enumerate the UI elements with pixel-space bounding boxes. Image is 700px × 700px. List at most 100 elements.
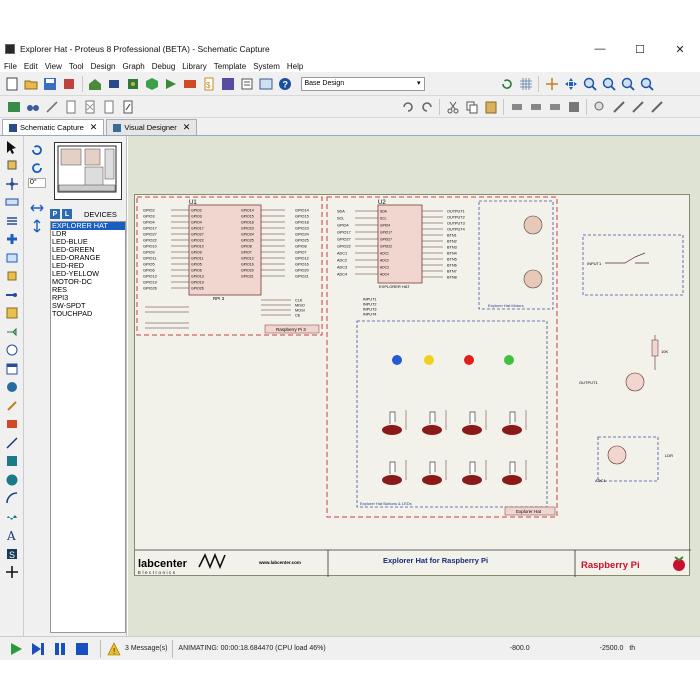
pick-devices-button[interactable]: P	[50, 209, 60, 219]
tape-recorder-icon[interactable]	[4, 416, 20, 432]
list-item[interactable]: EXPLORER HAT	[51, 222, 125, 230]
schematic-icon[interactable]	[106, 76, 122, 92]
list-item[interactable]: LED-YELLOW	[52, 269, 100, 278]
list-item[interactable]: LED-RED	[52, 261, 85, 270]
design-variant-dropdown[interactable]: Base Design ▾	[300, 76, 425, 91]
wire-autorouter-icon[interactable]	[44, 99, 60, 115]
menu-file[interactable]: File	[4, 61, 17, 71]
current-probe-icon[interactable]	[4, 398, 20, 414]
zoom-out-icon[interactable]	[601, 76, 617, 92]
menu-system[interactable]: System	[253, 61, 280, 71]
buses-icon[interactable]	[4, 231, 20, 247]
maximize-button[interactable]: ☐	[635, 43, 645, 56]
list-item[interactable]: RPI3	[52, 293, 69, 302]
3d-view-icon[interactable]	[144, 76, 160, 92]
terminals-icon[interactable]	[4, 268, 20, 284]
overview-window[interactable]	[54, 142, 122, 200]
tab-visual-designer[interactable]: Visual Designer ✕	[106, 119, 198, 135]
symbol-tool-icon[interactable]: S	[4, 546, 20, 562]
project-notes-icon[interactable]	[258, 76, 274, 92]
bom-icon[interactable]: $	[201, 76, 217, 92]
library-manager-button[interactable]: L	[62, 209, 72, 219]
text-script-icon[interactable]	[4, 213, 20, 229]
probe-mode-icon[interactable]	[4, 361, 20, 377]
stop-icon[interactable]	[74, 641, 90, 657]
new-sheet-icon[interactable]	[63, 99, 79, 115]
circle-tool-icon[interactable]	[4, 472, 20, 488]
path-tool-icon[interactable]	[4, 509, 20, 525]
exit-parent-icon[interactable]	[101, 99, 117, 115]
menu-graph[interactable]: Graph	[122, 61, 145, 71]
grid-icon[interactable]	[518, 76, 534, 92]
menu-edit[interactable]: Edit	[23, 61, 38, 71]
paste-icon[interactable]	[483, 99, 499, 115]
undo-icon[interactable]	[400, 99, 416, 115]
menu-template[interactable]: Template	[213, 61, 247, 71]
zoom-in-icon[interactable]	[582, 76, 598, 92]
pcb-icon[interactable]	[125, 76, 141, 92]
notes-icon[interactable]	[239, 76, 255, 92]
generator-mode-icon[interactable]	[4, 342, 20, 358]
arc-tool-icon[interactable]	[4, 490, 20, 506]
refresh-icon[interactable]	[499, 76, 515, 92]
menu-debug[interactable]: Debug	[151, 61, 176, 71]
pan-icon[interactable]	[563, 76, 579, 92]
origin-icon[interactable]	[544, 76, 560, 92]
text-tool-icon[interactable]: A	[4, 527, 20, 543]
gerber-icon[interactable]	[163, 76, 179, 92]
tag-icon[interactable]	[6, 99, 22, 115]
marker-tool-icon[interactable]	[4, 564, 20, 580]
cut-icon[interactable]	[445, 99, 461, 115]
pick-device-icon[interactable]	[592, 99, 608, 115]
rotate-anticlockwise-icon[interactable]	[29, 160, 45, 176]
menu-library[interactable]: Library	[182, 61, 207, 71]
design-explorer-icon[interactable]	[182, 76, 198, 92]
close-button[interactable]: ✕	[675, 43, 685, 56]
box-tool-icon[interactable]	[4, 453, 20, 469]
vsm-studio-icon[interactable]	[220, 76, 236, 92]
make-device-icon[interactable]	[611, 99, 627, 115]
tab-schematic-capture[interactable]: Schematic Capture ✕	[2, 119, 105, 135]
list-item[interactable]: LED-ORANGE	[52, 253, 101, 262]
pause-icon[interactable]	[52, 641, 68, 657]
save-icon[interactable]	[42, 76, 58, 92]
help-icon[interactable]: ?	[277, 76, 293, 92]
list-item[interactable]: TOUCHPAD	[52, 309, 93, 318]
menu-tool[interactable]: Tool	[68, 61, 84, 71]
junction-dot-icon[interactable]	[4, 176, 20, 192]
selection-mode-icon[interactable]	[4, 139, 20, 155]
close-project-icon[interactable]	[61, 76, 77, 92]
wire-label-icon[interactable]	[4, 194, 20, 210]
list-item[interactable]: LED-GREEN	[52, 245, 95, 254]
menu-view[interactable]: View	[44, 61, 62, 71]
line-tool-icon[interactable]	[4, 435, 20, 451]
home-icon[interactable]	[87, 76, 103, 92]
minimize-button[interactable]: —	[594, 43, 606, 55]
tab-close-icon[interactable]: ✕	[89, 122, 98, 132]
active-popup-icon[interactable]	[4, 324, 20, 340]
edit-sheet-icon[interactable]	[120, 99, 136, 115]
zoom-all-icon[interactable]	[620, 76, 636, 92]
block-move-icon[interactable]	[528, 99, 544, 115]
list-item[interactable]: MOTOR-DC	[52, 277, 92, 286]
graph-mode-icon[interactable]	[4, 305, 20, 321]
flip-horizontal-icon[interactable]	[29, 200, 45, 216]
play-icon[interactable]	[8, 641, 24, 657]
list-item[interactable]: RES	[52, 285, 68, 294]
list-item[interactable]: LDR	[52, 229, 67, 238]
zoom-area-icon[interactable]	[639, 76, 655, 92]
decompose-icon[interactable]	[649, 99, 665, 115]
virtual-instruments-icon[interactable]	[4, 379, 20, 395]
messages-count[interactable]: 3 Message(s)	[125, 645, 168, 652]
block-delete-icon[interactable]	[566, 99, 582, 115]
binoculars-icon[interactable]	[25, 99, 41, 115]
tab-close-icon[interactable]: ✕	[182, 122, 191, 132]
block-rotate-icon[interactable]	[547, 99, 563, 115]
step-icon[interactable]	[30, 641, 46, 657]
new-project-icon[interactable]	[4, 76, 20, 92]
packaging-tool-icon[interactable]	[630, 99, 646, 115]
redo-icon[interactable]	[419, 99, 435, 115]
block-copy-icon[interactable]	[509, 99, 525, 115]
device-pins-icon[interactable]	[4, 287, 20, 303]
